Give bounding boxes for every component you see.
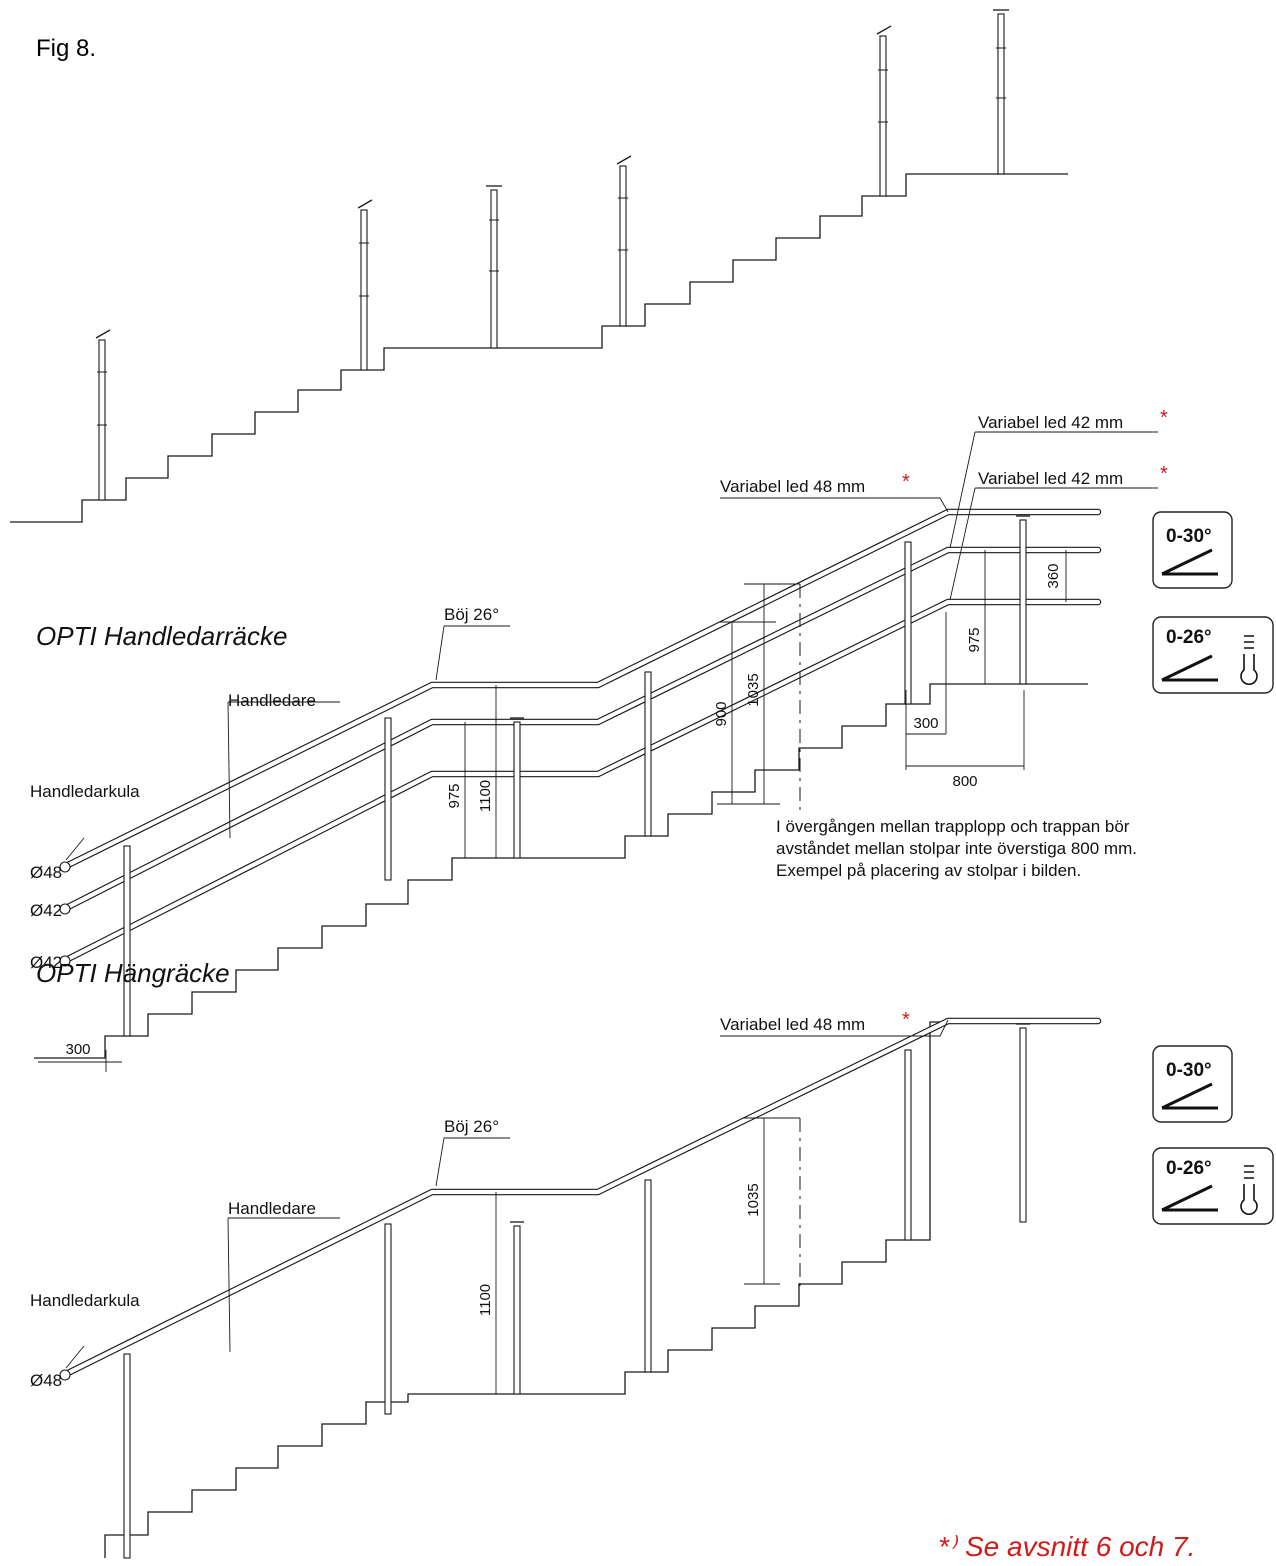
s1-post-5 [904, 541, 912, 705]
top-stair-posts [95, 9, 1009, 501]
dim-300-right: 300 [913, 715, 938, 732]
dim-300-left: 300 [65, 1041, 90, 1058]
s2-badge-0-30-label: 0-30° [1166, 1060, 1212, 1081]
section2-stair-profile [104, 1021, 1088, 1558]
post-2 [360, 209, 368, 371]
footnote-text: Se avsnitt 6 och 7. [965, 1531, 1195, 1562]
handrail-ball-bottom [59, 955, 71, 967]
post-2-saddle [357, 199, 373, 209]
dim-800: 800 [952, 773, 977, 790]
s1-label-joint48: Variabel led 48 mm [720, 477, 865, 496]
section1-title: OPTI Handledarräcke [36, 621, 287, 651]
rail-bottom [62, 598, 1102, 964]
s1-post-6 [1019, 519, 1027, 685]
post-1-saddle [95, 329, 111, 339]
note-line-2: avståndet mellan stolpar inte överstiga … [776, 839, 1137, 858]
post-5 [879, 35, 887, 197]
s2-badge-0-26: 0-26° [1152, 1147, 1274, 1225]
note-line-3: Exempel på placering av stolpar i bilden… [776, 861, 1081, 880]
s1-label-joint42a: Variabel led 42 mm [978, 413, 1123, 432]
s1-label-d48: Ø48 [30, 863, 62, 882]
section2-rail [59, 1017, 1102, 1381]
section1-rails [59, 508, 1102, 967]
s1-label-d42b: Ø42 [30, 953, 62, 972]
s2-post-1 [123, 1353, 131, 1559]
top-stair-brackets [97, 47, 1006, 426]
s1-badge-0-30-label: 0-30° [1166, 526, 1212, 547]
dim-975-left: 975 [446, 783, 463, 808]
s2-label-handrail-ball: Handledarkula [30, 1291, 140, 1310]
s2-handrail-ball [59, 1369, 71, 1381]
post-4 [619, 165, 627, 327]
top-stair-profile [10, 173, 1068, 523]
s1-badge-0-26-label: 0-26° [1166, 627, 1212, 648]
dim-975-right: 975 [966, 627, 983, 652]
section2-leaders [65, 1019, 949, 1369]
s1-post-1 [123, 845, 131, 1037]
note-line-1: I övergången mellan trapplopp och trappa… [776, 817, 1130, 836]
s1-badge-0-26: 0-26° [1152, 616, 1274, 694]
footnote-mark: *⁾ [938, 1531, 959, 1562]
post-4-saddle [616, 155, 632, 165]
post-1 [98, 339, 106, 501]
section1-posts [123, 515, 1030, 1037]
asterisk-2: * [1160, 407, 1168, 429]
asterisk-3: * [1160, 463, 1168, 485]
s2-dim-1035: 1035 [745, 1183, 762, 1216]
section1-dimensions [38, 550, 1067, 1072]
section2-dimensions [495, 1117, 801, 1394]
asterisk-1: * [902, 471, 910, 493]
dim-360: 360 [1045, 563, 1062, 588]
s1-label-handrail-ball: Handledarkula [30, 782, 140, 801]
post-6 [997, 13, 1005, 175]
s2-post-4 [644, 1179, 652, 1373]
s1-badge-0-30: 0-30° [1152, 511, 1233, 589]
s2-label-joint48: Variabel led 48 mm [720, 1015, 865, 1034]
s1-post-4 [644, 671, 652, 837]
figure-label: Fig 8. [36, 35, 96, 62]
s2-label-d48: Ø48 [30, 1371, 62, 1390]
handrail-ball-middle [59, 903, 71, 915]
s2-label-bend: Böj 26° [444, 1117, 499, 1136]
s1-label-bend: Böj 26° [444, 605, 499, 624]
post-5-saddle [876, 25, 892, 35]
s1-post-2 [384, 717, 392, 881]
handrail-ball-top [59, 861, 71, 873]
s2-badge-0-26-label: 0-26° [1166, 1158, 1212, 1179]
s2-dim-1100: 1100 [477, 1284, 494, 1316]
section1-stair-profile [34, 683, 1088, 1059]
s1-label-d42a: Ø42 [30, 901, 62, 920]
dim-1100-left: 1100 [477, 780, 494, 812]
post-3 [490, 189, 498, 349]
s1-post-3 [513, 721, 521, 859]
s1-label-joint42b: Variabel led 42 mm [978, 469, 1123, 488]
usage-icon [1240, 635, 1258, 685]
rail-top [62, 508, 1102, 870]
s1-label-handrail: Handledare [228, 691, 316, 710]
dim-1035: 1035 [745, 673, 762, 706]
asterisk-4: * [902, 1009, 910, 1031]
section1-leaders [65, 431, 1158, 861]
section2-title: OPTI Hängräcke [36, 958, 230, 988]
s2-badge-0-30: 0-30° [1152, 1045, 1233, 1123]
s2-rail [62, 1017, 1102, 1378]
s2-post-2 [384, 1223, 392, 1415]
dim-900: 900 [713, 701, 730, 726]
s2-post-5 [904, 1049, 912, 1241]
usage-icon [1240, 1165, 1258, 1215]
section2-posts [123, 1023, 1030, 1559]
s2-post-6 [1019, 1027, 1027, 1223]
s2-post-3 [513, 1225, 521, 1395]
s2-label-handrail: Handledare [228, 1199, 316, 1218]
